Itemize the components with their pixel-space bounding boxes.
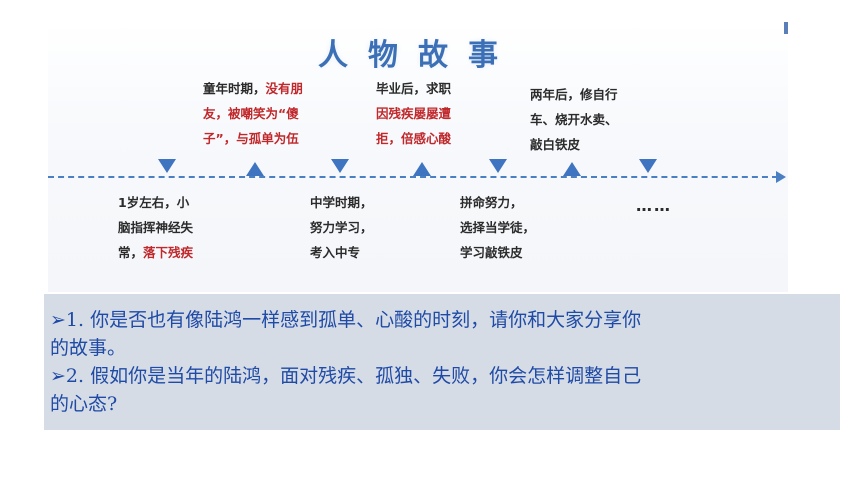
question-1-line-1: ➢1. 你是否也有像陆鸿一样感到孤单、心酸的时刻，请你和大家分享你 — [44, 294, 840, 334]
event-text-highlight: 子”，与孤单为伍 — [203, 131, 299, 146]
event-line: 车、烧开水卖、 — [530, 107, 618, 132]
event-text: 敲白铁皮 — [530, 137, 581, 152]
event-line: 1岁左右，小 — [118, 190, 193, 215]
timeline-marker-up-3 — [563, 162, 581, 176]
event-text-highlight: 拒，倍感心酸 — [376, 131, 452, 146]
question-2-line-2: 的心态? — [50, 393, 118, 415]
timeline-event-apprentice: 拼命努力， 选择当学徒， 学习敲铁皮 — [460, 190, 535, 265]
arrow-bullet-icon: ➢ — [50, 365, 66, 387]
event-text: 童年时期， — [203, 81, 266, 96]
event-line: 脑指挥神经失 — [118, 215, 193, 240]
question-1-line-2: 的故事。 — [50, 337, 127, 359]
event-line: 子”，与孤单为伍 — [203, 126, 303, 151]
event-line: 考入中专 — [310, 240, 373, 265]
timeline-event-middle-school: 中学时期， 努力学习， 考入中专 — [310, 190, 373, 265]
event-text-highlight: 落下残疾 — [143, 245, 194, 260]
event-line: 拒，倍感心酸 — [376, 126, 451, 151]
event-text: 中学时期， — [310, 195, 373, 210]
event-text: 考入中专 — [310, 245, 361, 260]
question-1-text: 1. 你是否也有像陆鸿一样感到孤单、心酸的时刻，请你和大家分享你 — [65, 309, 642, 331]
question-box: ➢1. 你是否也有像陆鸿一样感到孤单、心酸的时刻，请你和大家分享你 的故事。 ➢… — [44, 294, 840, 430]
timeline-event-infancy: 1岁左右，小脑指挥神经失常，落下残疾 — [118, 190, 193, 265]
event-text: 毕业后，求职 — [376, 81, 452, 96]
event-text: 两年后，修自行 — [530, 87, 618, 102]
timeline-arrow-icon — [776, 171, 786, 183]
event-line: 学习敲铁皮 — [460, 240, 535, 265]
event-text-highlight: 因残疾屡屡遭 — [376, 106, 452, 121]
timeline-event-graduation: 毕业后，求职因残疾屡屡遭拒，倍感心酸 — [376, 76, 451, 151]
event-text: 脑指挥神经失 — [118, 220, 194, 235]
timeline-marker-down-3 — [489, 159, 507, 173]
corner-accent — [784, 22, 788, 34]
event-line: 敲白铁皮 — [530, 132, 618, 157]
event-line: 常，落下残疾 — [118, 240, 193, 265]
event-line: 拼命努力， — [460, 190, 535, 215]
timeline-panel: 人物故事 童年时期，没有朋友，被嘲笑为“傻子”，与孤单为伍 毕业后，求职因残疾屡… — [48, 22, 788, 292]
event-line: 童年时期，没有朋 — [203, 76, 303, 101]
event-text: 选择当学徒， — [460, 220, 536, 235]
event-text: 1岁左右，小 — [118, 195, 190, 210]
timeline-event-two-years-later: 两年后，修自行车、烧开水卖、敲白铁皮 — [530, 82, 618, 157]
event-text: 拼命努力， — [460, 195, 523, 210]
event-line: 毕业后，求职 — [376, 76, 451, 101]
timeline-marker-down-1 — [158, 159, 176, 173]
timeline-marker-up-2 — [413, 162, 431, 176]
event-text-highlight: 没有朋 — [265, 81, 304, 96]
arrow-bullet-icon: ➢ — [50, 309, 66, 331]
event-text: 努力学习， — [310, 220, 373, 235]
page-title: 人物故事 — [318, 38, 518, 73]
event-text: 学习敲铁皮 — [460, 245, 523, 260]
timeline-marker-down-2 — [331, 159, 349, 173]
timeline-marker-down-4 — [639, 159, 657, 173]
event-line: 友，被嘲笑为“傻 — [203, 101, 303, 126]
event-line: 中学时期， — [310, 190, 373, 215]
question-2-text: 2. 假如你是当年的陆鸿，面对残疾、孤独、失败，你会怎样调整自己 — [65, 365, 642, 387]
event-line: 两年后，修自行 — [530, 82, 618, 107]
timeline-event-childhood: 童年时期，没有朋友，被嘲笑为“傻子”，与孤单为伍 — [203, 76, 303, 151]
event-line: 努力学习， — [310, 215, 373, 240]
event-text: 车、烧开水卖、 — [530, 112, 618, 127]
timeline-ellipsis: …… — [636, 196, 672, 215]
event-line: 选择当学徒， — [460, 215, 535, 240]
timeline-marker-up-1 — [246, 162, 264, 176]
event-text-highlight: 友，被嘲笑为“傻 — [203, 106, 299, 121]
event-line: 因残疾屡屡遭 — [376, 101, 451, 126]
question-2-line-1: ➢2. 假如你是当年的陆鸿，面对残疾、孤独、失败，你会怎样调整自己 — [44, 362, 840, 390]
timeline-axis — [48, 176, 778, 178]
event-text: 常， — [118, 245, 144, 260]
